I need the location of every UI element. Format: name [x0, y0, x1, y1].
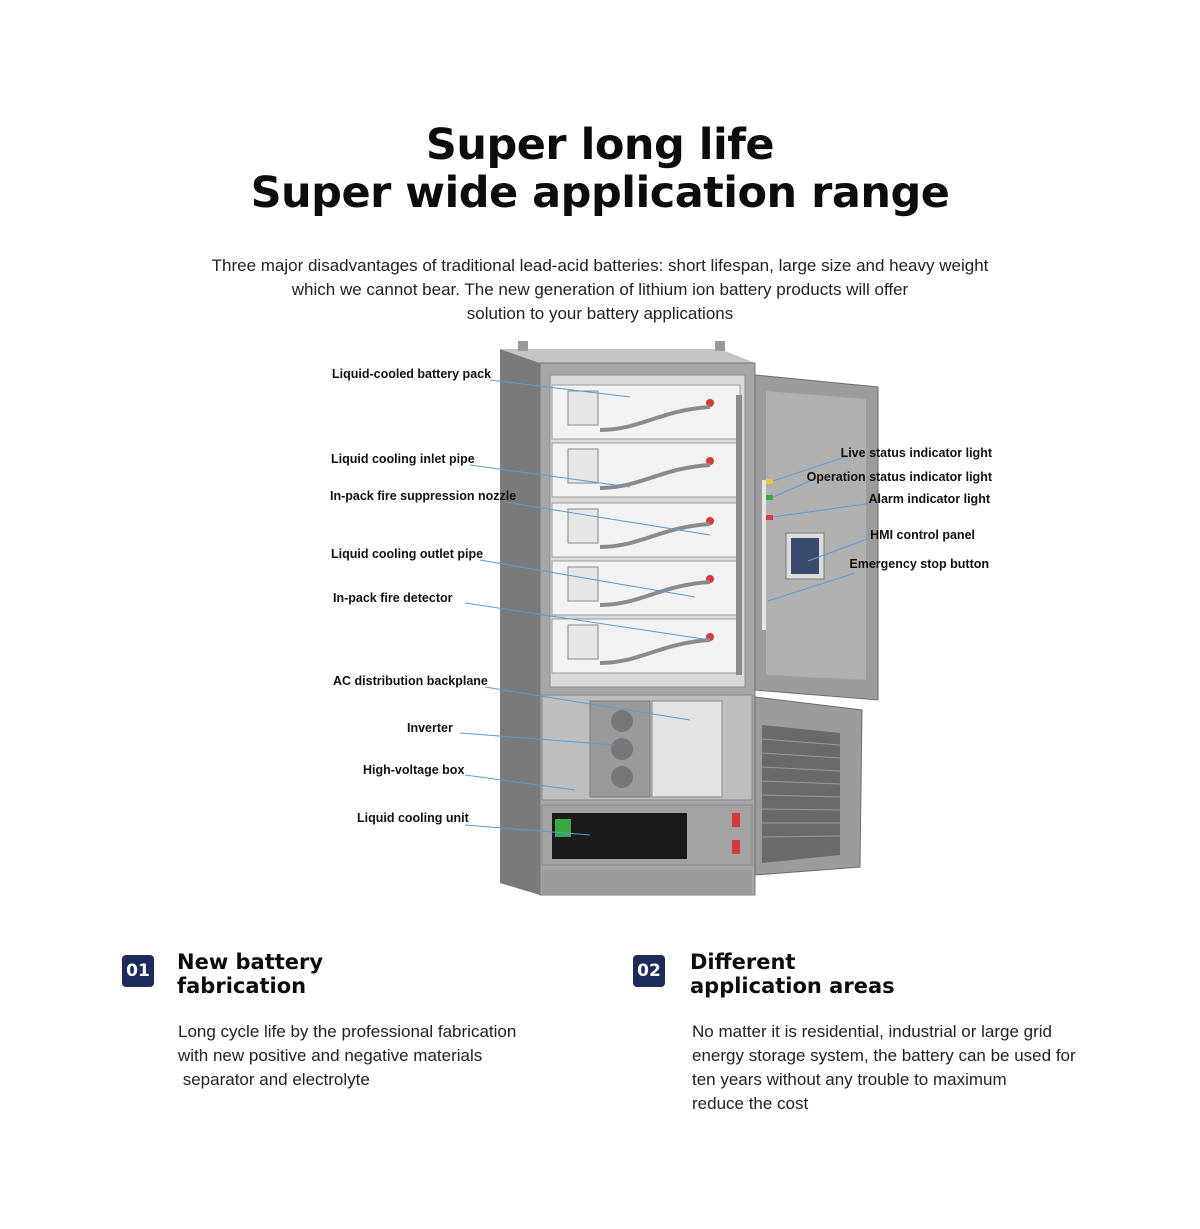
leader-lines — [459, 379, 873, 836]
callout-label: Liquid cooling unit — [357, 811, 470, 825]
feature-title: New battery fabrication — [177, 950, 323, 998]
callout-label: In-pack fire detector — [333, 591, 453, 605]
feature-text-line: reduce the cost — [692, 1094, 809, 1113]
callout-label: Alarm indicator light — [868, 492, 990, 506]
headline-line-2: Super wide application range — [250, 168, 950, 218]
intro-paragraph: Three major disadvantages of traditional… — [150, 254, 1050, 326]
feature-title-line: application areas — [690, 974, 895, 998]
callout-label: High-voltage box — [363, 763, 464, 777]
feature-text-line: with new positive and negative materials — [178, 1046, 483, 1065]
feature-text-line: separator and electrolyte — [178, 1070, 370, 1089]
callout-label: Inverter — [407, 721, 453, 735]
intro-line: Three major disadvantages of traditional… — [211, 256, 989, 275]
battery-packs — [551, 384, 742, 675]
feature-title: Different application areas — [690, 950, 895, 998]
callout-label: Liquid-cooled battery pack — [332, 367, 491, 381]
feature-description: No matter it is residential, industrial … — [692, 1020, 1076, 1116]
feature-text-line: Long cycle life by the professional fabr… — [178, 1022, 517, 1041]
feature-title-line: Different — [690, 950, 796, 974]
headline-line-1: Super long life — [425, 120, 775, 170]
callout-label: Emergency stop button — [849, 557, 989, 571]
callout-label: AC distribution backplane — [333, 674, 488, 688]
right-callouts: Live status indicator light Operation st… — [807, 446, 993, 571]
feature-number-badge: 01 — [122, 955, 154, 987]
left-callouts: Liquid-cooled battery pack Liquid coolin… — [330, 367, 516, 825]
feature-title-line: New battery — [177, 950, 324, 974]
feature-text-line: No matter it is residential, industrial … — [692, 1022, 1052, 1041]
callout-label: Liquid cooling outlet pipe — [331, 547, 483, 561]
callout-label: Live status indicator light — [841, 446, 993, 460]
feature-number-badge: 02 — [633, 955, 665, 987]
callout-label: Liquid cooling inlet pipe — [331, 452, 475, 466]
callout-label: Operation status indicator light — [807, 470, 993, 484]
callout-label: HMI control panel — [870, 528, 975, 542]
intro-line: which we cannot bear. The new generation… — [291, 280, 909, 299]
hmi-screen — [791, 538, 819, 574]
feature-text-line: ten years without any trouble to maximum — [692, 1070, 1007, 1089]
battery-cabinet-diagram: Liquid-cooled battery pack Liquid coolin… — [330, 341, 993, 896]
liquid-cooling-unit-panel — [552, 813, 687, 859]
feature-description: Long cycle life by the professional fabr… — [178, 1020, 516, 1092]
intro-line: solution to your battery applications — [466, 304, 734, 323]
feature-title-line: fabrication — [177, 974, 307, 998]
cabinet-illustration — [500, 341, 879, 896]
feature-text-line: energy storage system, the battery can b… — [692, 1046, 1076, 1065]
callout-label: In-pack fire suppression nozzle — [330, 489, 516, 503]
